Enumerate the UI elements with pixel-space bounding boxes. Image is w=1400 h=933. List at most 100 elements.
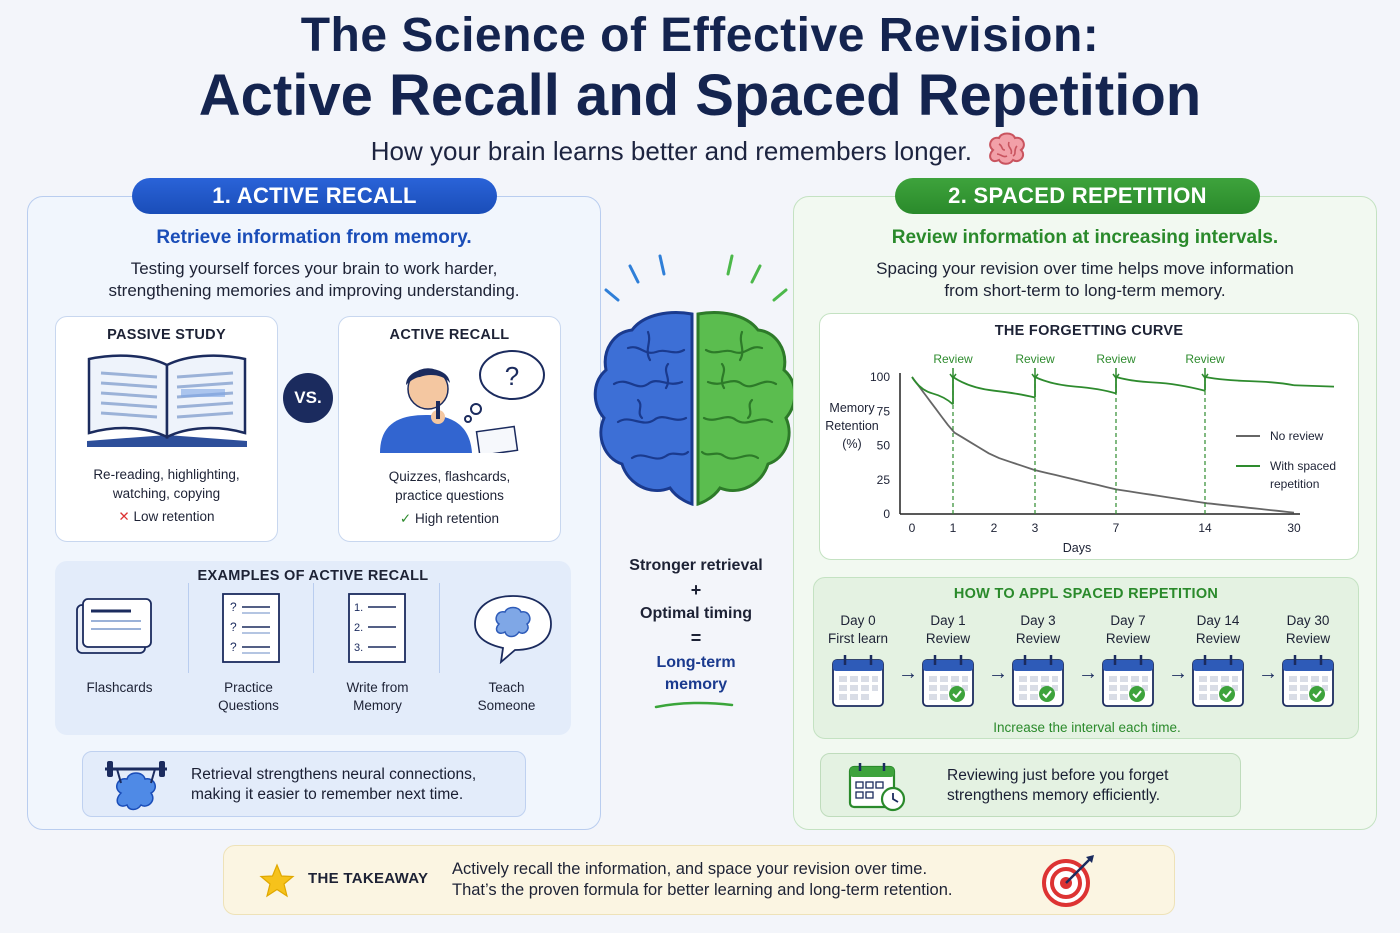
brain-illustration	[593, 254, 797, 506]
schedule-day: Day 0 First learn	[818, 612, 898, 710]
schedule-day-label: Day 14	[1196, 613, 1240, 628]
series-spaced-tail	[1293, 384, 1335, 388]
active-recall-desc-2: strengthening memories and improving und…	[108, 281, 520, 300]
retrieval-note-box: Retrieval strengthens neural connections…	[82, 751, 526, 817]
takeaway-line2: That’s the proven formula for better lea…	[452, 881, 953, 899]
page-title-line2: Active Recall and Spaced Repetition	[198, 63, 1202, 128]
x-tick-label: 2	[991, 521, 998, 535]
example-item: Teach Someone	[452, 679, 562, 715]
chart-title: THE FORGETTING CURVE	[994, 323, 1184, 339]
review-label: Review	[1015, 352, 1055, 366]
flashcards-icon	[75, 598, 152, 654]
legend-spaced-label: repetition	[1270, 477, 1319, 491]
x-tick-label: 7	[1113, 521, 1120, 535]
schedule-day-action: First learn	[827, 631, 888, 646]
mid-plus: +	[690, 580, 702, 600]
series-spaced-segment	[1034, 376, 1117, 395]
active-recall-line1: Quizzes, flashcards,	[388, 469, 511, 484]
schedule-day-action: Review	[1195, 631, 1241, 646]
calendar-check-icon	[1192, 655, 1244, 707]
calendar-check-icon	[1282, 655, 1334, 707]
retrieval-note-2: making it easier to remember next time.	[191, 786, 464, 803]
active-recall-card-title: ACTIVE RECALL	[389, 327, 510, 343]
legend-spaced-label: With spaced	[1270, 459, 1336, 473]
arrow-right-icon: →	[988, 662, 1008, 684]
arrow-right-icon: →	[1168, 662, 1188, 684]
x-tick-label: 1	[950, 521, 957, 535]
example-label: Teach	[488, 680, 525, 695]
calendar-icon	[832, 655, 884, 707]
review-arrow	[949, 368, 957, 380]
review-arrow	[1112, 368, 1120, 380]
example-label: Write from	[346, 680, 409, 695]
series-spaced-segment	[952, 376, 1036, 399]
review-note-box: Reviewing just before you forget strengt…	[820, 753, 1241, 817]
review-label: Review	[1096, 352, 1136, 366]
active-recall-heading: Retrieve information from memory.	[156, 227, 472, 248]
example-label: Someone	[477, 698, 536, 713]
spaced-repetition-pill: 2. SPACED REPETITION	[895, 178, 1260, 214]
example-item: Flashcards	[65, 679, 175, 715]
x-tick-label: 3	[1032, 521, 1039, 535]
review-arrow	[1031, 368, 1039, 380]
retrieval-note-1: Retrieval strengthens neural connections…	[191, 766, 477, 783]
y-tick-label: 100	[870, 370, 890, 384]
high-retention-row: ✓ High retention	[339, 509, 560, 528]
schedule-day-label: Day 7	[1110, 613, 1146, 628]
page-title-line1: The Science of Effective Revision:	[300, 9, 1100, 62]
schedule-day-action: Review	[1105, 631, 1151, 646]
active-recall-card: ACTIVE RECALL ? Quizzes, flashcards, pra…	[338, 316, 561, 542]
teach-someone-icon	[474, 595, 553, 664]
schedule-day-label: Day 30	[1286, 613, 1330, 628]
svg-text:1.: 1.	[354, 602, 363, 614]
cross-icon: ✕	[118, 509, 130, 524]
calendar-clock-icon	[848, 763, 906, 812]
mid-equals: =	[690, 628, 702, 648]
schedule-day-label: Day 0	[840, 613, 876, 628]
schedule-day: Day 30 Review	[1268, 612, 1348, 710]
mid-line-4: memory	[664, 676, 728, 693]
example-item: Write from Memory	[323, 679, 433, 715]
page-subtitle: How your brain learns better and remembe…	[0, 132, 1400, 168]
series-spaced-segment	[1115, 376, 1206, 392]
takeaway-line1: Actively recall the information, and spa…	[452, 860, 928, 878]
examples-divider	[439, 583, 441, 673]
takeaway-label: THE TAKEAWAY	[308, 870, 429, 887]
sparkle-lines-icon	[604, 254, 666, 302]
star-icon	[259, 863, 295, 898]
examples-box: EXAMPLES OF ACTIVE RECALL ???	[55, 561, 571, 735]
student-thinking-icon: ?	[379, 350, 545, 453]
y-tick-label: 50	[877, 439, 891, 453]
series-spaced-segment	[1204, 376, 1295, 387]
review-note-2: strengthens memory efficiently.	[947, 787, 1161, 804]
review-label: Review	[1185, 352, 1225, 366]
active-recall-desc-1: Testing yourself forces your brain to wo…	[130, 259, 498, 278]
calendar-check-icon	[1102, 655, 1154, 707]
example-item: Practice Questions	[194, 679, 304, 715]
y-tick-label: 0	[883, 507, 890, 521]
svg-text:?: ?	[230, 640, 237, 654]
svg-text:?: ?	[504, 361, 518, 391]
check-icon: ✓	[399, 511, 412, 526]
example-label: Flashcards	[86, 680, 153, 695]
schedule-day: Day 14 Review	[1178, 612, 1258, 710]
examples-divider	[187, 583, 189, 673]
calendar-check-icon	[922, 655, 974, 707]
subtitle-text: How your brain learns better and remembe…	[370, 136, 972, 166]
review-label: Review	[933, 352, 973, 366]
example-label: Practice	[224, 680, 273, 695]
x-axis-label: Days	[1063, 541, 1091, 555]
spaced-repetition-desc-1: Spacing your revision over time helps mo…	[876, 259, 1294, 278]
open-book-icon	[86, 354, 247, 447]
schedule-day-action: Review	[1285, 631, 1331, 646]
series-no-review-line	[911, 376, 1295, 514]
active-recall-line2: practice questions	[395, 488, 504, 503]
mid-line-2: Optimal timing	[640, 605, 752, 622]
target-icon	[1042, 855, 1094, 907]
high-retention-label: High retention	[415, 511, 500, 526]
schedule-day-action: Review	[1015, 631, 1061, 646]
passive-study-card: PASSIVE STUDY Re-reading, highlighting, …	[55, 316, 278, 542]
interval-footer: Increase the interval each time.	[993, 720, 1181, 735]
